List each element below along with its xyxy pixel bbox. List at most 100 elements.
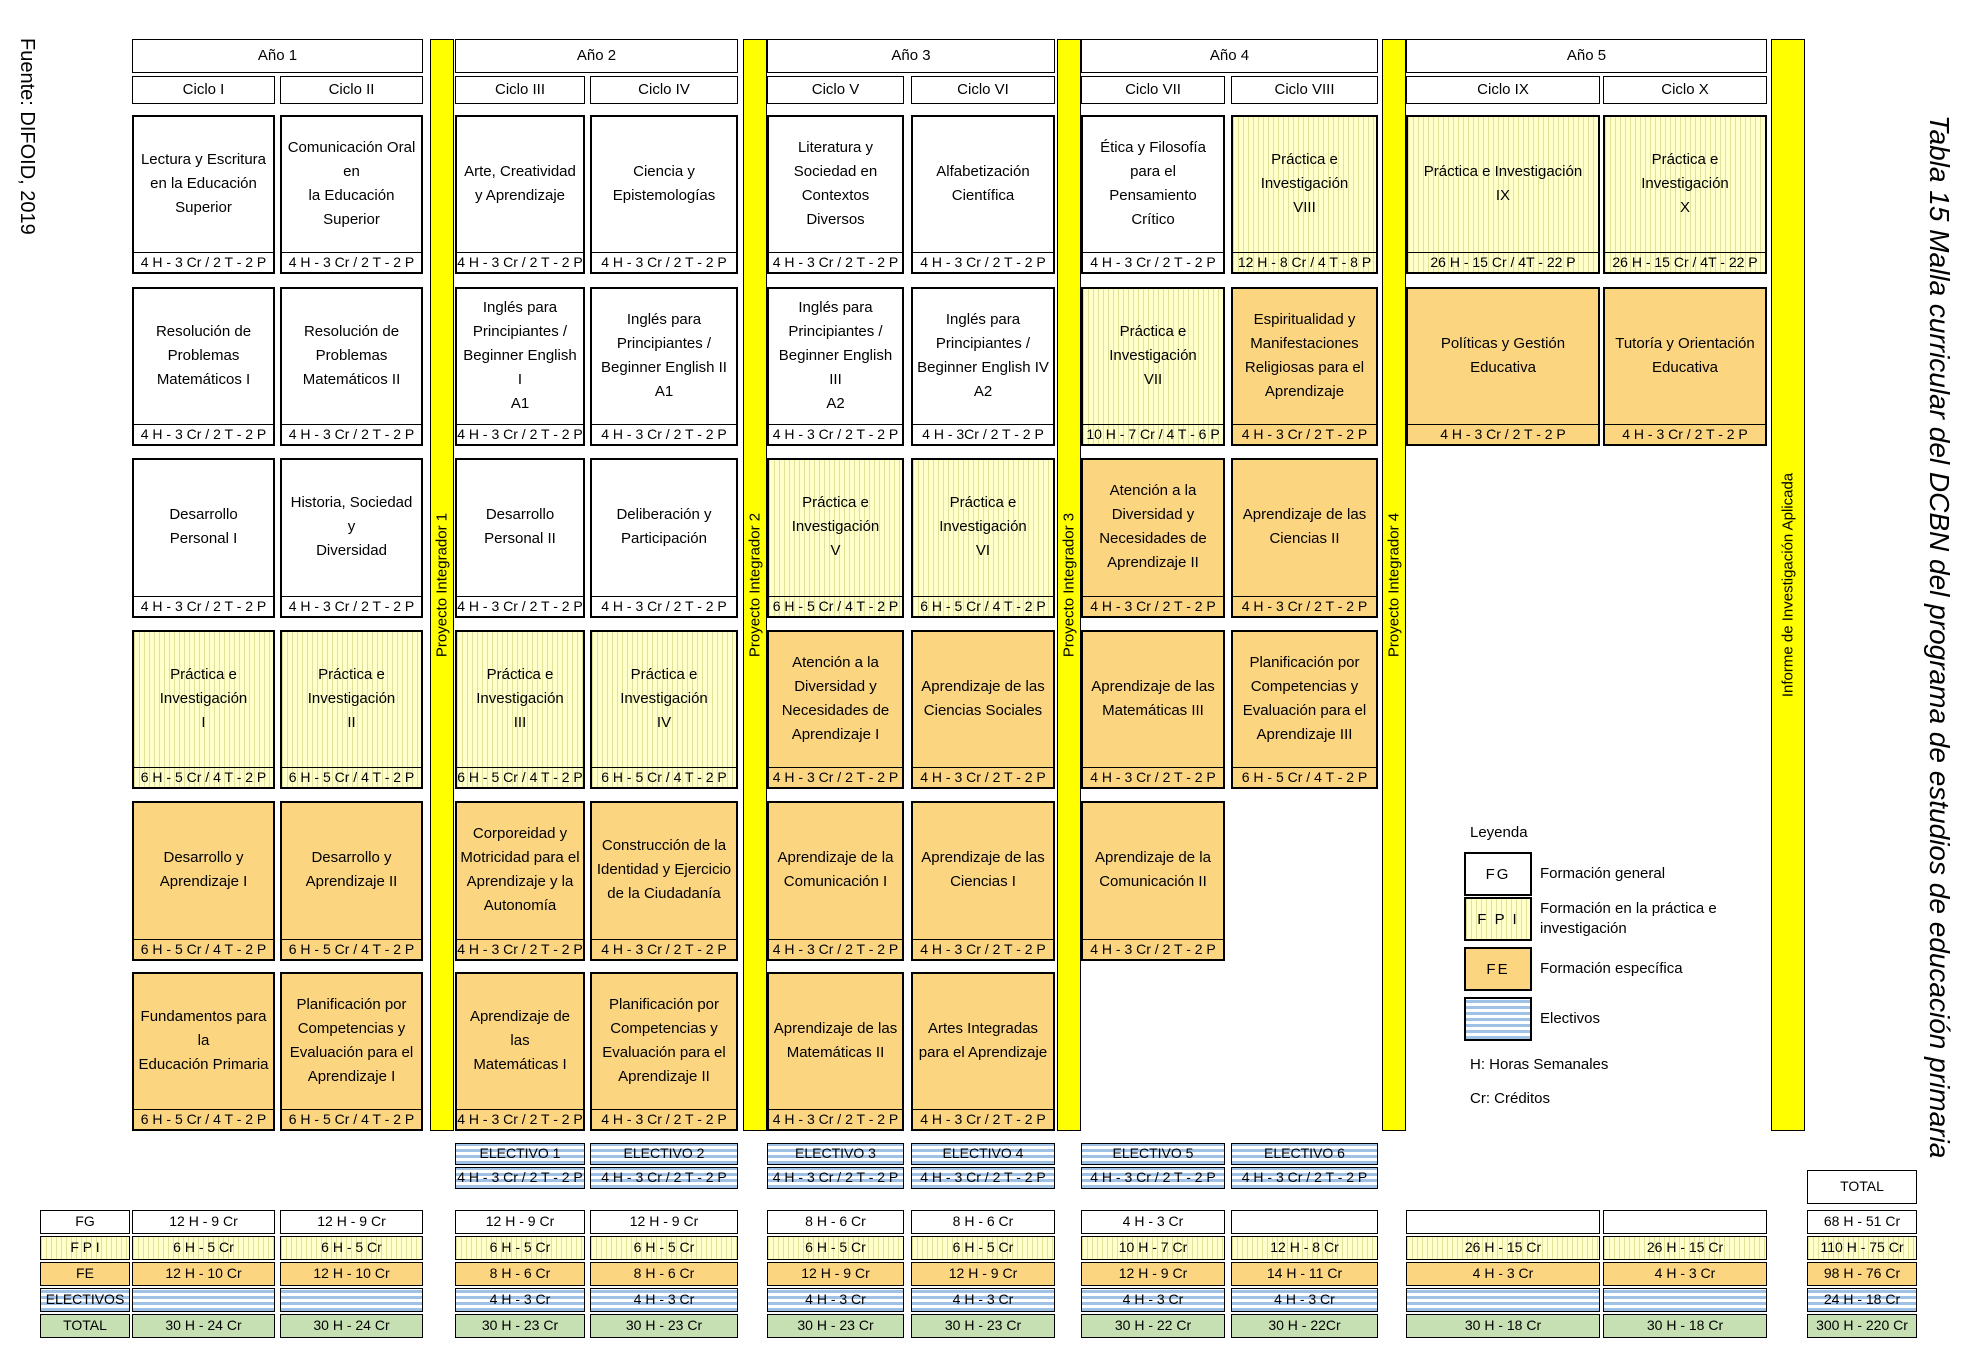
proyecto-integrador-bar: Proyecto Integrador 3 [1057,39,1081,1131]
course-title: Tutoría y Orientación Educativa [1615,334,1755,376]
summary-cell: 30 H - 23 Cr [455,1314,585,1338]
course-hours: 4 H - 3 Cr / 2 T - 2 P [769,252,902,272]
course-hours: 6 H - 5 Cr / 4 T - 2 P [1233,767,1376,787]
summary-cell: 30 H - 18 Cr [1603,1314,1767,1338]
cycle-header: Ciclo I [132,76,275,104]
course-hours: 4 H - 3 Cr / 2 T - 2 P [1083,596,1223,616]
course-title: Inglés para Principiantes / Beginner Eng… [601,310,727,400]
summary-cell: 6 H - 5 Cr [132,1236,275,1260]
course-hours: 26 H - 15 Cr / 4T - 22 P [1605,252,1765,272]
course-hours: 4 H - 3 Cr / 2 T - 2 P [769,1109,902,1129]
legend-label: Electivos [1540,1010,1601,1027]
course-title: Fundamentos para la Educación Primaria [138,1007,269,1073]
course-title: Alfabetización Científica [936,162,1030,204]
course-hours: 4 H - 3 Cr / 2 T - 2 P [134,424,273,444]
course-hours: 4 H - 3 Cr / 2 T - 2 P [1408,424,1598,444]
summary-cell [280,1288,423,1312]
legend-note: H: Horas Semanales [1470,1056,1609,1073]
summary-cell: 30 H - 18 Cr [1406,1314,1600,1338]
summary-row-label: F P I [40,1236,130,1260]
electivo-hours: 4 H - 3 Cr / 2 T - 2 P [590,1167,738,1189]
course-title: Práctica e Investigación X [1641,150,1729,216]
summary-cell: 30 H - 23 Cr [590,1314,738,1338]
course-hours: 4 H - 3 Cr / 2 T - 2 P [1083,767,1223,787]
summary-row-label: FG [40,1210,130,1234]
proyecto-integrador-label: Proyecto Integrador 4 [1385,512,1403,658]
cycle-header: Ciclo II [280,76,423,104]
electivo-hours: 4 H - 3 Cr / 2 T - 2 P [1231,1167,1378,1189]
electivo-name: ELECTIVO 4 [911,1143,1055,1165]
electivo-name: ELECTIVO 1 [455,1143,585,1165]
course-card: Atención a la Diversidad y Necesidades d… [1081,458,1225,618]
legend-note: Cr: Créditos [1470,1090,1551,1107]
course-title: Artes Integradas para el Aprendizaje [918,1019,1048,1061]
course-card: Planificación por Competencias y Evaluac… [590,972,738,1131]
course-hours: 12 H - 8 Cr / 4 T - 8 P [1233,252,1376,272]
summary-total-cell: 300 H - 220 Cr [1807,1314,1917,1338]
course-hours: 6 H - 5 Cr / 4 T - 2 P [134,1109,273,1129]
summary-total-header: TOTAL [1807,1170,1917,1204]
course-hours: 6 H - 5 Cr / 4 T - 2 P [282,767,421,787]
summary-cell: 4 H - 3 Cr [1231,1288,1378,1312]
cycle-header: Ciclo X [1603,76,1767,104]
cycle-header: Ciclo IX [1406,76,1600,104]
proyecto-integrador-bar: Proyecto Integrador 4 [1382,39,1406,1131]
course-title: Aprendizaje de las Ciencias Sociales [921,677,1045,719]
course-title: Aprendizaje de la Comunicación II [1095,849,1211,890]
summary-cell: 8 H - 6 Cr [455,1262,585,1286]
course-hours: 6 H - 5 Cr / 4 T - 2 P [134,767,273,787]
year-header: Año 2 [455,39,738,73]
summary-cell [1406,1210,1600,1234]
summary-cell: 4 H - 3 Cr [1406,1262,1600,1286]
course-hours: 4 H - 3 Cr / 2 T - 2 P [592,939,736,959]
electivo-name: ELECTIVO 2 [590,1143,738,1165]
course-card: Inglés para Principiantes / Beginner Eng… [590,287,738,446]
course-hours: 4 H - 3 Cr / 2 T - 2 P [457,596,583,614]
course-hours: 4 H - 3 Cr / 2 T - 2 P [134,596,273,616]
course-title: Historia, Sociedad y Diversidad [290,494,413,559]
course-title: Práctica e Investigación VI [939,494,1027,559]
course-title: Práctica e Investigación II [307,665,396,731]
course-hours: 4 H - 3 Cr / 2 T - 2 P [1233,596,1376,616]
proyecto-integrador-label: Proyecto Integrador 2 [746,512,764,658]
course-hours: 4 H - 3 Cr / 2 T - 2 P [282,596,421,616]
course-title: Literatura y Sociedad en Contextos Diver… [793,138,878,228]
table-title: Tabla 15 Malla curricular del DCBN del p… [1924,115,1955,1159]
summary-cell: 8 H - 6 Cr [767,1210,904,1234]
course-card: Inglés para Principiantes / Beginner Eng… [911,287,1055,446]
electivo-hours: 4 H - 3 Cr / 2 T - 2 P [455,1167,585,1189]
course-title: Deliberación y Participación [616,506,712,547]
course-hours: 4 H - 3 Cr / 2 T - 2 P [913,252,1053,272]
course-title: Planificación por Competencias y Evaluac… [1242,653,1367,743]
electivo-name: ELECTIVO 6 [1231,1143,1378,1165]
course-hours: 6 H - 5 Cr / 4 T - 2 P [769,596,902,616]
summary-cell: 12 H - 9 Cr [1081,1262,1225,1286]
course-title: Espiritualidad y Manifestaciones Religio… [1244,310,1365,400]
course-hours: 4 H - 3 Cr / 2 T - 2 P [913,939,1053,959]
course-card: Comunicación Oral en la Educación Superi… [280,115,423,274]
proyecto-integrador-label: Proyecto Integrador 3 [1060,512,1078,658]
cycle-header: Ciclo V [767,76,904,104]
year-header: Año 5 [1406,39,1767,73]
course-card: Lectura y Escritura en la Educación Supe… [132,115,275,274]
cycle-header: Ciclo III [455,76,585,104]
course-hours: 4 H - 3 Cr / 2 T - 2 P [1605,424,1765,444]
summary-cell: 12 H - 10 Cr [280,1262,423,1286]
electivo-hours: 4 H - 3 Cr / 2 T - 2 P [1081,1167,1225,1189]
summary-total-cell: 98 H - 76 Cr [1807,1262,1917,1286]
summary-cell: 12 H - 9 Cr [911,1262,1055,1286]
proyecto-integrador-label: Proyecto Integrador 1 [433,512,451,658]
course-hours: 4 H - 3 Cr / 2 T - 2 P [592,424,736,444]
summary-total-cell: 68 H - 51 Cr [1807,1210,1917,1234]
course-hours: 4 H - 3 Cr / 2 T - 2 P [769,424,902,444]
course-card: Inglés para Principiantes / Beginner Eng… [455,287,585,446]
course-hours: 4 H - 3 Cr / 2 T - 2 P [457,252,583,270]
